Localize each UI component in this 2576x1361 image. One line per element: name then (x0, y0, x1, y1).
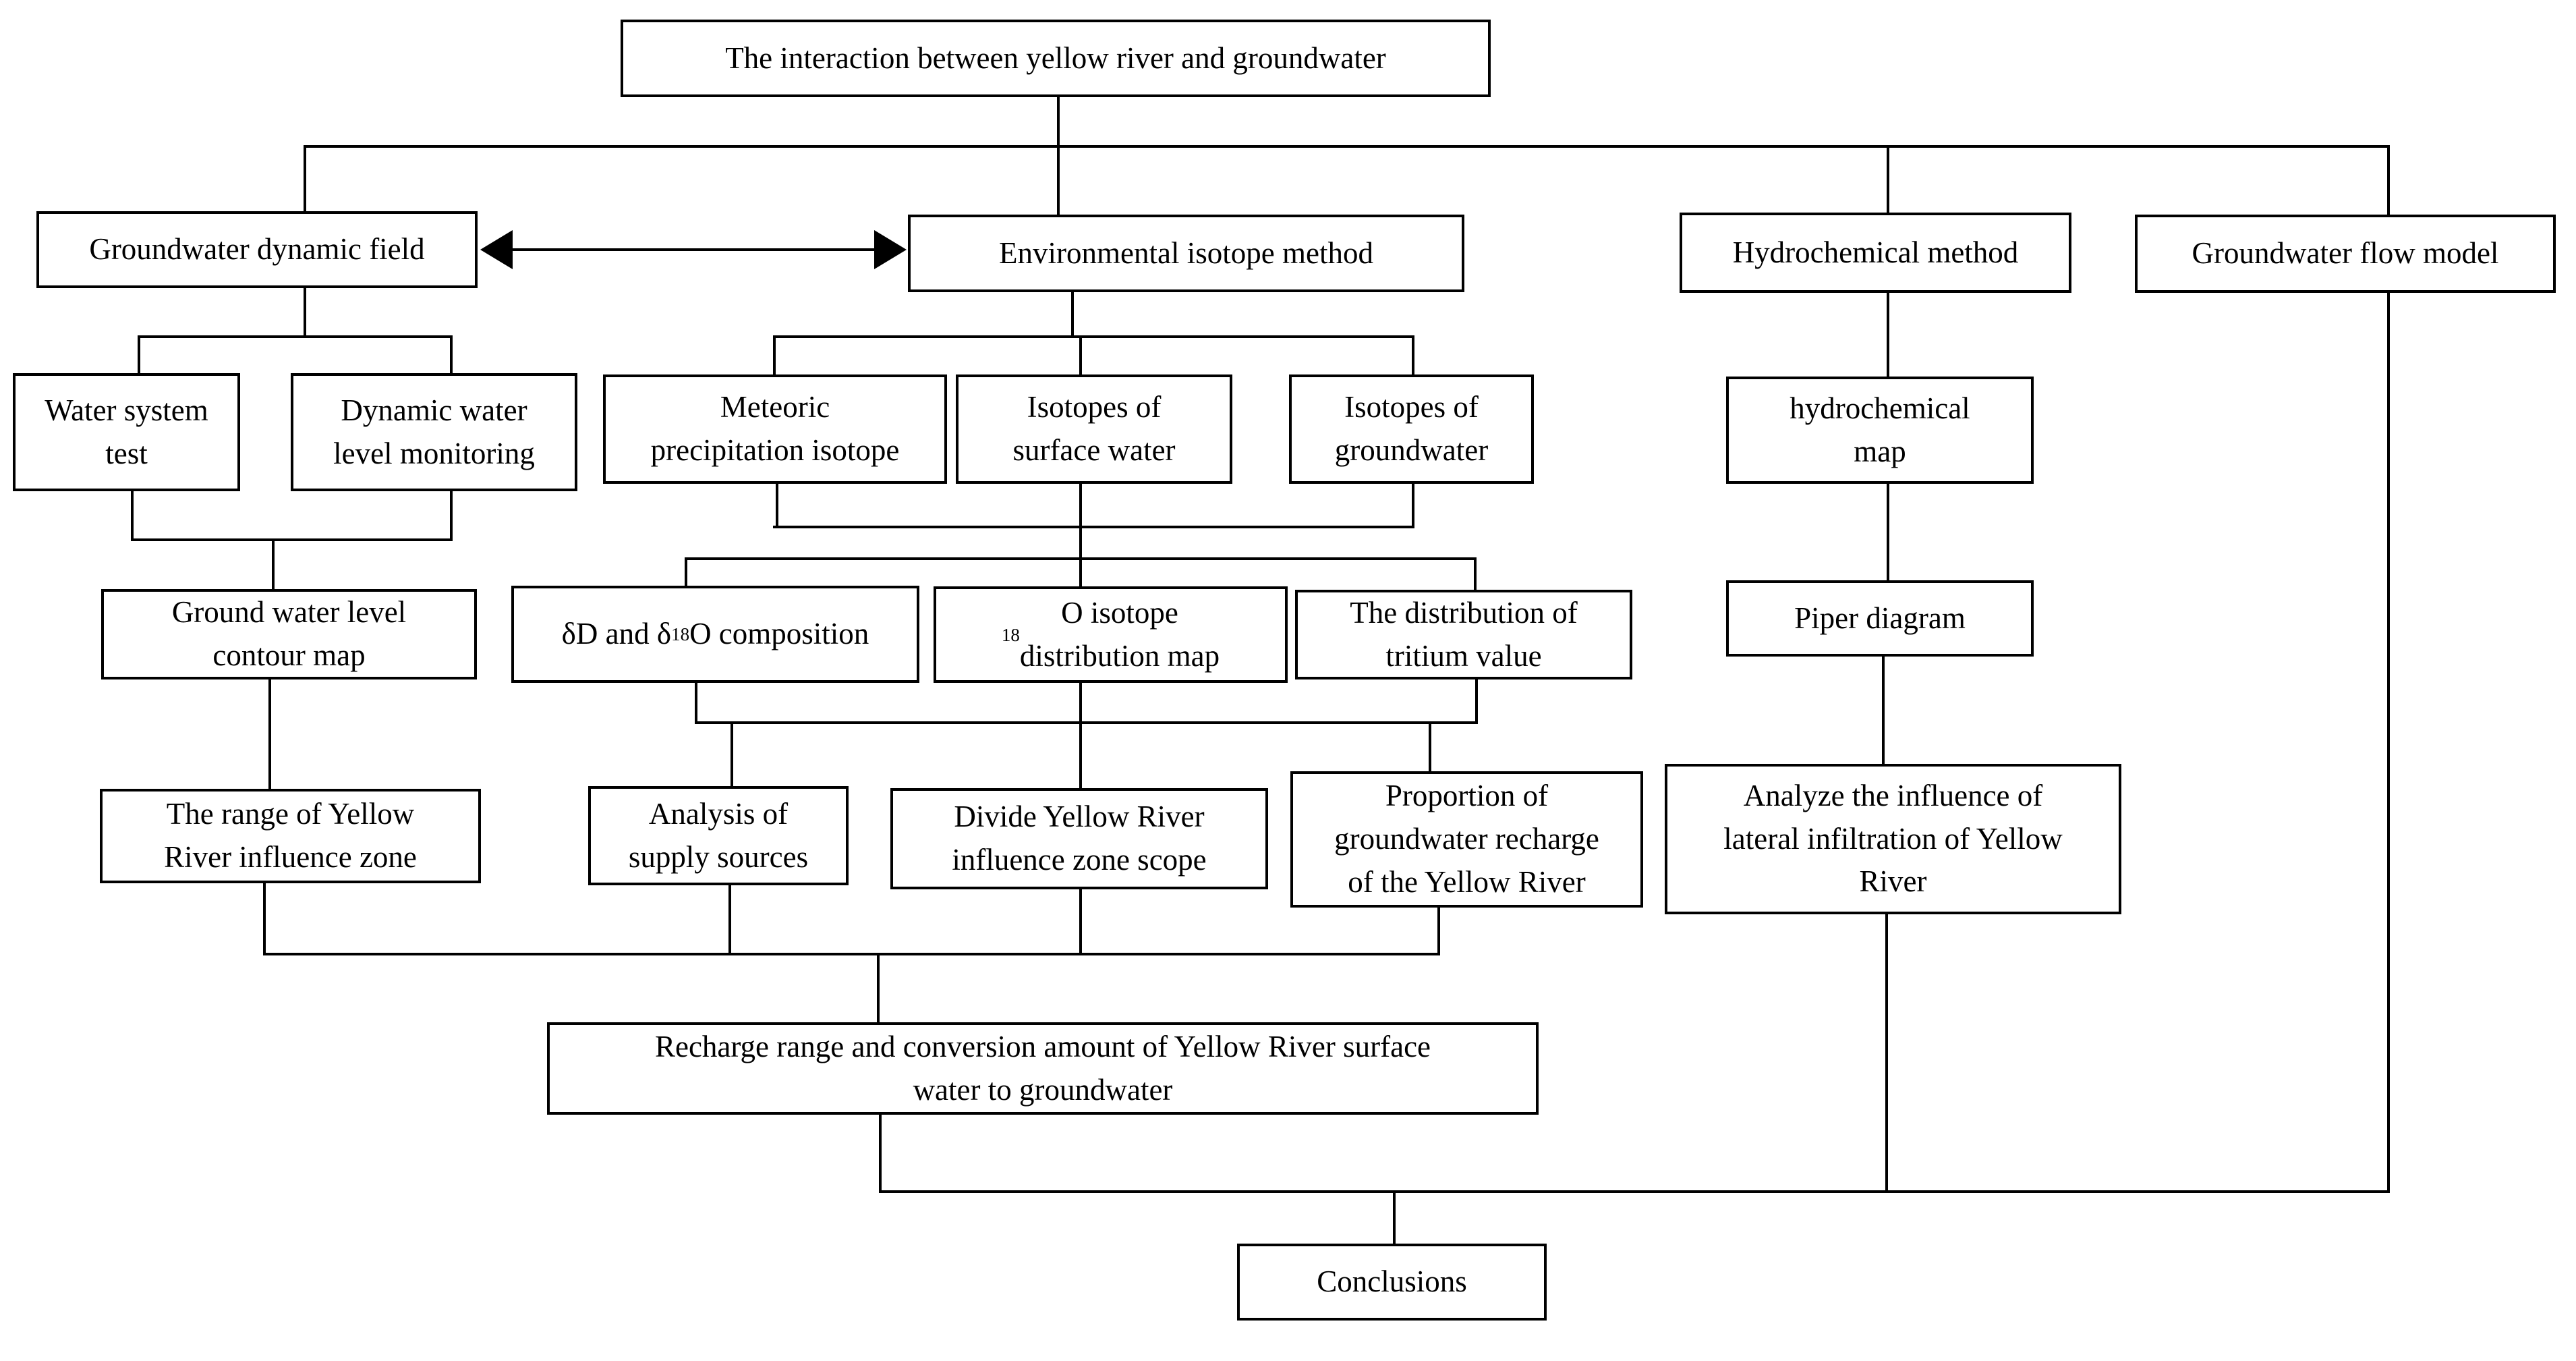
connector-surface-water-stem (1079, 335, 1082, 377)
connector-analyze-down (1885, 914, 1888, 1193)
connector-water-system-test-down (131, 491, 134, 541)
connector-isotope-mid-stem (1079, 526, 1082, 560)
node-water-system-test: Water system test (13, 373, 240, 491)
connector-gdf-down (304, 288, 306, 338)
node-recharge-range-conversion: Recharge range and conversion amount of … (547, 1022, 1539, 1115)
connector-meteoric-stem (773, 335, 776, 377)
connector-groundwater-iso-down (1412, 484, 1414, 528)
node-piper-diagram: Piper diagram (1726, 580, 2034, 657)
node-analyze-lateral-infiltration: Analyze the influence of lateral infiltr… (1665, 764, 2121, 914)
node-dynamic-water-level-monitoring: Dynamic water level monitoring (291, 373, 577, 491)
connector-hcm-down (1887, 293, 1889, 379)
node-groundwater-dynamic-field: Groundwater dynamic field (36, 211, 478, 288)
connector-gdf-bracket (138, 335, 453, 338)
node-distribution-of-tritium-value: The distribution of tritium value (1295, 590, 1632, 679)
connector-merge-horizontal (263, 953, 1440, 955)
connector-isotope-merge-bracket (773, 526, 1414, 528)
connector-meteoric-down (776, 484, 778, 528)
node-divide-yellow-river-influence-zone-scope: Divide Yellow River influence zone scope (890, 788, 1268, 889)
connector-bottom-horizontal (879, 1190, 2390, 1193)
connector-stem-groundwater-dynamic-field (304, 145, 306, 214)
node-ground-water-level-contour-map: Ground water level contour map (101, 589, 477, 679)
connector-contour-map-down (268, 679, 271, 791)
node-isotopes-of-groundwater: Isotopes of groundwater (1289, 374, 1534, 484)
connector-18o-map-stem (1079, 557, 1082, 589)
connector-title-stem (1057, 97, 1060, 148)
node-title: The interaction between yellow river and… (621, 20, 1491, 97)
connector-recharge-down (879, 1115, 882, 1193)
connector-dynamic-water-level-stem (450, 335, 453, 376)
connector-tritium-down (1475, 679, 1478, 724)
connector-tritium-stem (1474, 557, 1477, 592)
node-range-of-yellow-river-influence-zone: The range of Yellow River influence zone (100, 789, 481, 883)
node-hydrochemical-map: hydrochemical map (1726, 377, 2034, 484)
connector-left-merge-bracket (131, 538, 453, 541)
connector-hydrochemical-map-down (1887, 484, 1889, 583)
node-proportion-groundwater-recharge: Proportion of groundwater recharge of th… (1290, 771, 1643, 908)
connector-stem-hydrochemical-method (1887, 145, 1889, 215)
connector-flow-model-down (2387, 293, 2390, 1193)
node-analysis-of-supply-sources: Analysis of supply sources (588, 786, 849, 885)
connector-18o-map-down (1079, 683, 1082, 724)
arrowhead-right-icon (874, 230, 907, 269)
connector-analysis-down (728, 885, 731, 955)
connector-row4-bracket (695, 721, 1478, 724)
connector-proportion-stem (1429, 721, 1431, 774)
connector-eim-bracket (773, 335, 1414, 338)
connector-conclusions-stem (1393, 1190, 1396, 1246)
connector-stem-environmental-isotope-method (1057, 145, 1060, 217)
node-groundwater-flow-model: Groundwater flow model (2135, 215, 2556, 293)
double-headed-arrow-line (507, 248, 877, 251)
connector-stem-groundwater-flow-model (2387, 145, 2390, 217)
connector-divide-stem (1079, 721, 1082, 791)
connector-groundwater-iso-stem (1412, 335, 1414, 377)
connector-divide-down (1079, 889, 1082, 955)
connector-dd18o-down (695, 683, 697, 724)
node-isotopes-of-surface-water: Isotopes of surface water (956, 374, 1232, 484)
connector-range-down (263, 883, 266, 955)
connector-top-horizontal (304, 145, 2390, 148)
arrowhead-left-icon (480, 230, 513, 269)
connector-dynamic-water-level-down (450, 491, 453, 541)
node-meteoric-precipitation-isotope: Meteoric precipitation isotope (603, 374, 947, 484)
node-hydrochemical-method: Hydrochemical method (1680, 213, 2071, 293)
node-environmental-isotope-method: Environmental isotope method (908, 215, 1464, 292)
connector-analysis-stem (731, 721, 733, 789)
connector-dd18o-stem (685, 557, 687, 588)
connector-water-system-test-stem (138, 335, 140, 376)
connector-proportion-down (1437, 908, 1440, 955)
node-conclusions: Conclusions (1237, 1244, 1547, 1321)
connector-piper-down (1882, 657, 1885, 767)
connector-contour-map-stem (272, 538, 275, 592)
connector-eim-down (1071, 292, 1074, 338)
connector-surface-water-down (1079, 484, 1082, 528)
connector-recharge-stem (877, 953, 880, 1025)
